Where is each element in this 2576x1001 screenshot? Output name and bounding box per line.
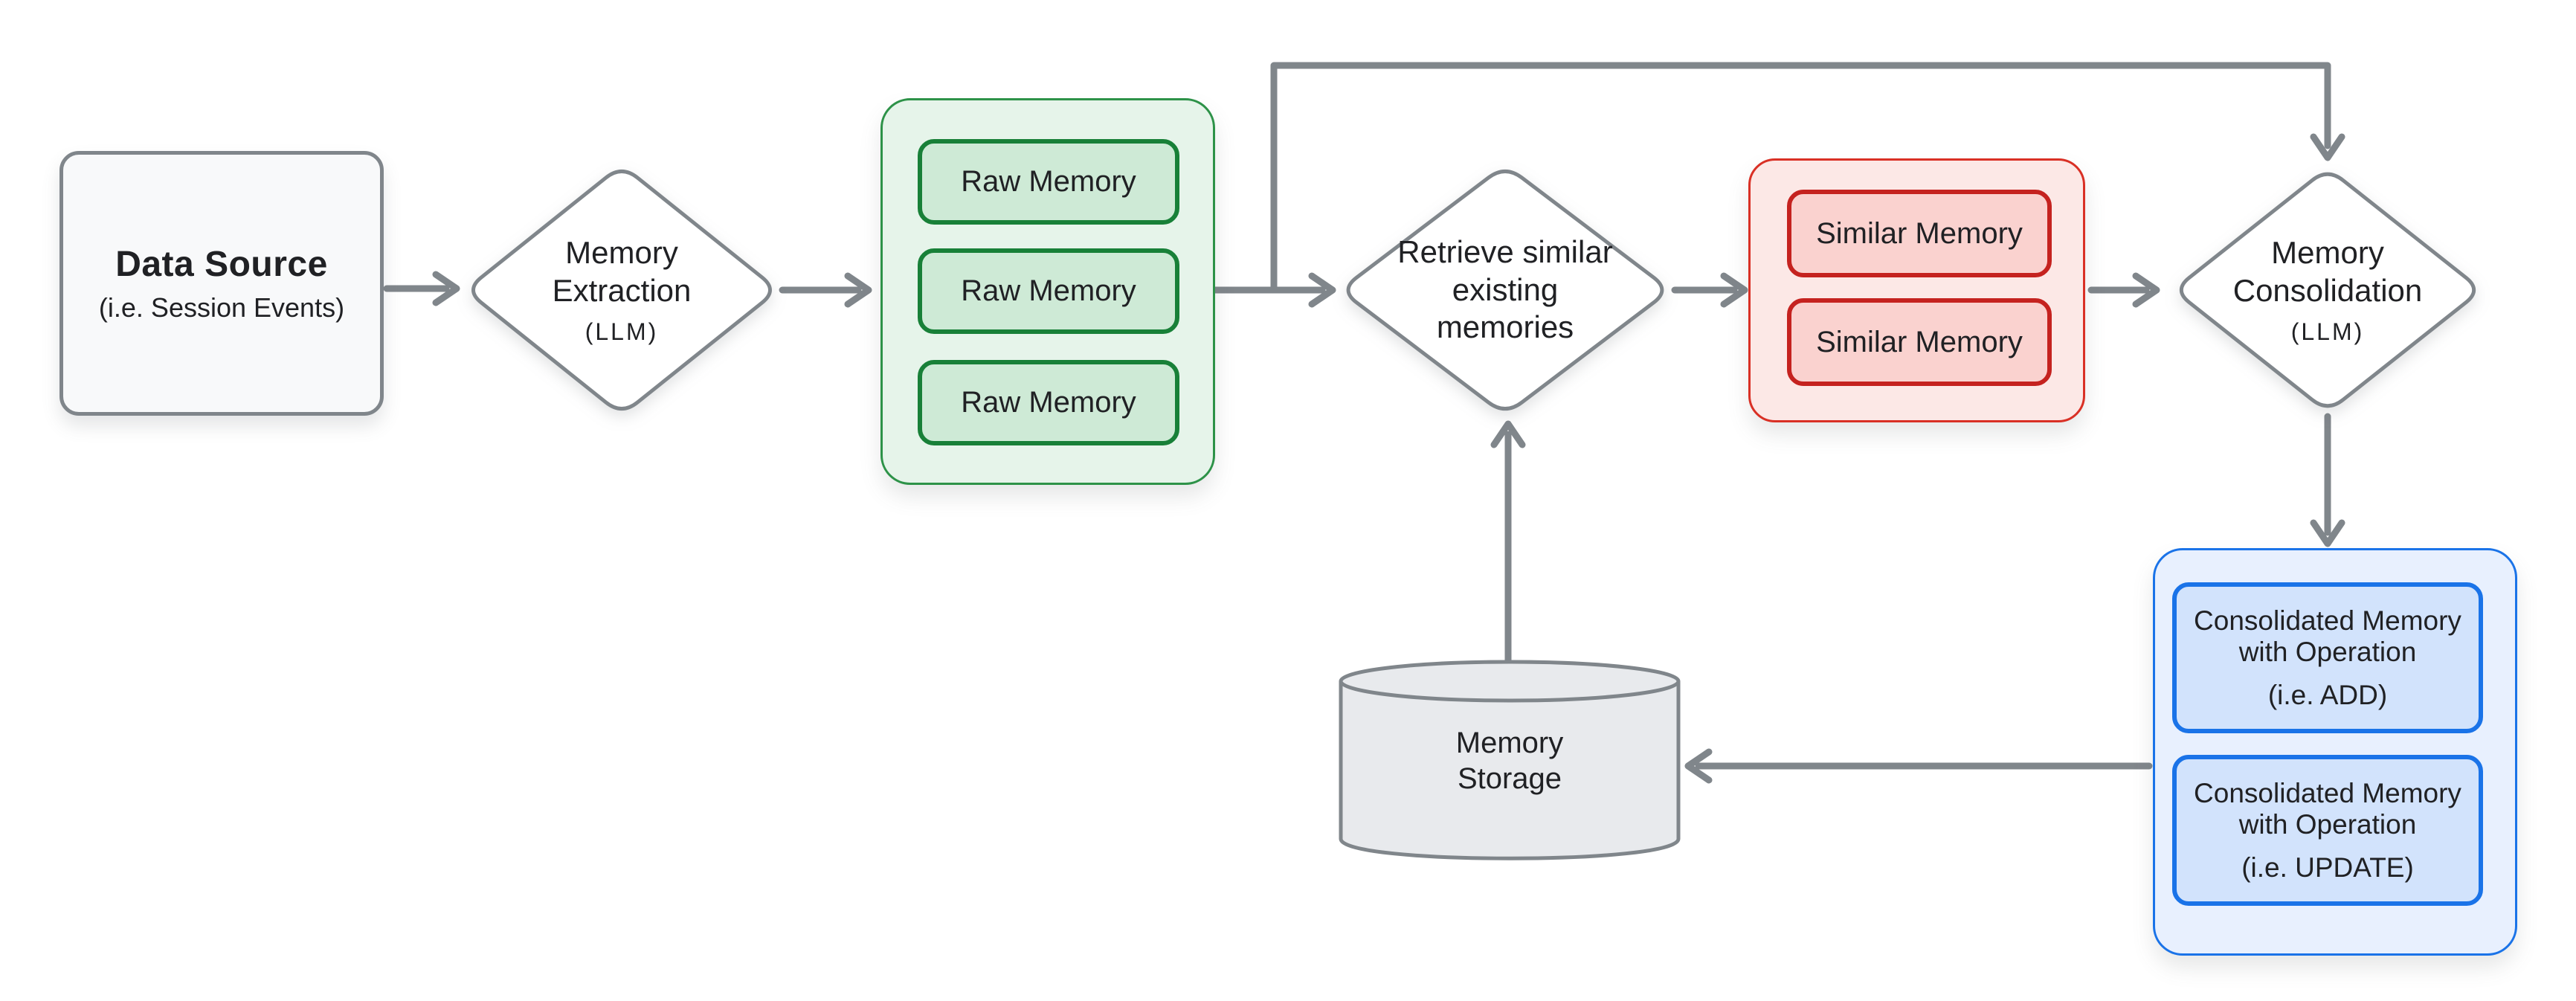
retrieve-similar-memories-diamond — [1346, 169, 1664, 411]
similar-memory-chip-2: Similar Memory — [1787, 298, 2052, 386]
consolidated-memory-add-chip: Consolidated Memory with Operation (i.e.… — [2172, 582, 2483, 733]
cylinder-top — [1339, 660, 1681, 703]
consolidated-update-line2: with Operation — [2238, 808, 2417, 840]
retrieve-line2: existing — [1452, 271, 1559, 307]
arrow-extraction-to-rawmemories — [779, 272, 872, 308]
memory-storage-cylinder — [1339, 660, 1681, 860]
data-source-title: Data Source — [115, 244, 328, 284]
similar-memory-chip-1: Similar Memory — [1787, 190, 2052, 277]
cylinder-body — [1339, 681, 1681, 860]
memory-storage-label: Memory Storage — [1398, 698, 1621, 824]
arrow-similarmemories-to-consolidation — [2087, 272, 2160, 308]
similar-memory-chip-2-label: Similar Memory — [1816, 325, 2023, 358]
data-source-node: Data Source (i.e. Session Events) — [59, 151, 384, 416]
raw-memories-container: Raw Memory Raw Memory Raw Memory — [880, 98, 1215, 485]
memory-consolidation-line1: Memory — [2271, 235, 2384, 271]
similar-memories-container: Similar Memory Similar Memory — [1748, 158, 2085, 422]
memory-extraction-line1: Memory — [565, 235, 678, 271]
consolidated-add-line2: with Operation — [2238, 636, 2417, 667]
retrieve-similar-memories-label: Retrieve similar existing memories — [1349, 171, 1661, 409]
memory-extraction-sub: (LLM) — [585, 318, 659, 345]
similar-memory-chip-1-label: Similar Memory — [1816, 216, 2023, 250]
retrieve-line3: memories — [1436, 309, 1574, 345]
consolidated-add-note: (i.e. ADD) — [2267, 679, 2388, 710]
arrow-storage-to-retrieve — [1490, 420, 1526, 664]
arrow-retrieve-to-similarmemories — [1671, 272, 1748, 308]
retrieve-line1: Retrieve similar — [1397, 234, 1613, 270]
raw-memory-chip-2-label: Raw Memory — [961, 274, 1136, 307]
connectors — [383, 62, 2345, 784]
raw-memory-chip-2: Raw Memory — [918, 248, 1179, 334]
consolidated-update-note: (i.e. UPDATE) — [2241, 852, 2414, 883]
arrow-consolidation-to-consolidated — [2310, 413, 2345, 547]
memory-extraction-label: Memory Extraction (LLM) — [466, 171, 778, 409]
memory-extraction-diamond — [471, 169, 772, 411]
consolidated-memories-container: Consolidated Memory with Operation (i.e.… — [2153, 548, 2517, 956]
raw-memory-chip-3: Raw Memory — [918, 360, 1179, 445]
memory-consolidation-sub: (LLM) — [2290, 318, 2365, 345]
feedback-line-rawmemories-to-consolidation — [1270, 62, 2345, 294]
raw-memory-chip-1: Raw Memory — [918, 139, 1179, 225]
arrow-rawmemories-to-retrieve — [1211, 272, 1336, 308]
memory-consolidation-diamond — [2179, 172, 2476, 408]
arrow-consolidated-to-storage — [1684, 748, 2153, 784]
memory-storage-line2: Storage — [1457, 762, 1562, 795]
memory-consolidation-label: Memory Consolidation (LLM) — [2171, 171, 2484, 409]
memory-consolidation-line2: Consolidation — [2232, 272, 2423, 308]
raw-memory-chip-1-label: Raw Memory — [961, 165, 1136, 198]
memory-storage-line1: Memory — [1455, 727, 1564, 759]
raw-memory-chip-3-label: Raw Memory — [961, 386, 1136, 419]
data-source-subtitle: (i.e. Session Events) — [98, 292, 345, 323]
consolidated-add-line1: Consolidated Memory — [2194, 605, 2461, 636]
consolidated-memory-update-chip: Consolidated Memory with Operation (i.e.… — [2172, 755, 2483, 906]
consolidated-update-line1: Consolidated Memory — [2194, 777, 2461, 808]
memory-extraction-line2: Extraction — [552, 272, 692, 308]
arrow-datasource-to-extraction — [383, 271, 460, 306]
